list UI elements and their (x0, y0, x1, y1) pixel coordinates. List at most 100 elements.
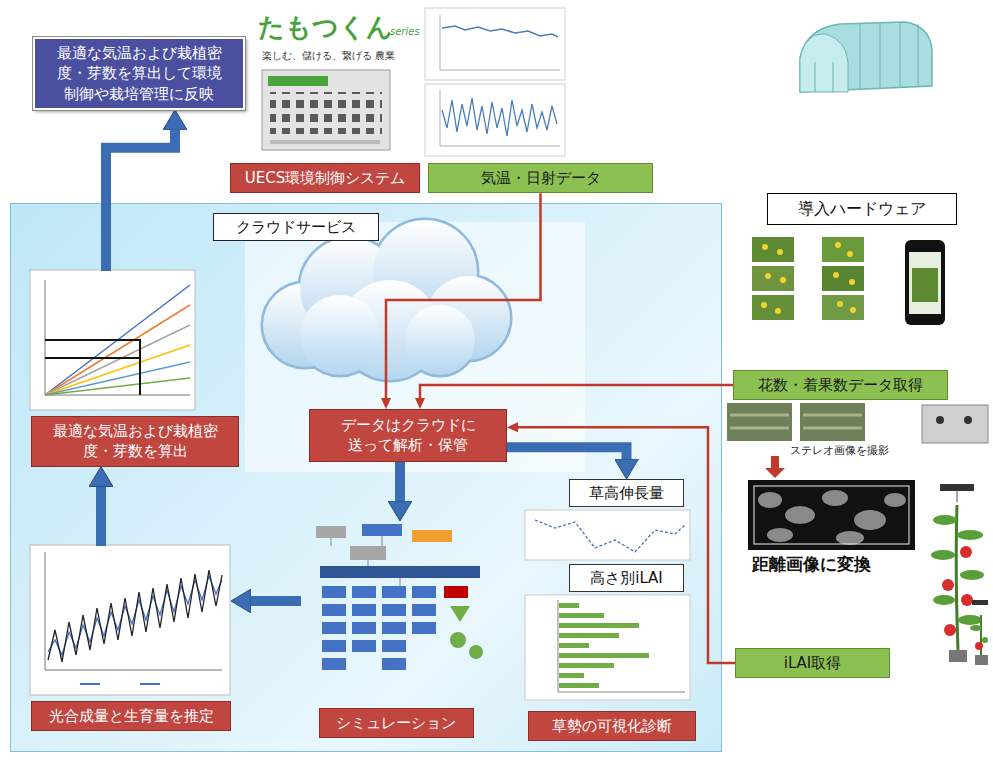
stereo-images (727, 403, 865, 441)
tomato-plant (972, 600, 988, 605)
flower-photos (833, 272, 839, 278)
greenhouse-icon (860, 22, 918, 90)
flower-photos (850, 307, 856, 313)
flow-arrow (106, 130, 175, 271)
flower-photos (822, 266, 864, 291)
simulation-flowchart (382, 622, 406, 634)
temperature-chart (425, 8, 565, 80)
box-text: 気温・日射データ (428, 163, 653, 193)
depth-image (822, 490, 848, 506)
smartphone (909, 252, 941, 314)
diagnosis-box: 草勢の可視化診断 (528, 711, 696, 741)
density-chart (45, 345, 190, 395)
data-line (518, 427, 735, 663)
simulation-flowchart (382, 586, 406, 598)
tomato-plant (957, 491, 958, 502)
smartphone (905, 240, 945, 325)
logo-text: たもつくん (258, 12, 393, 43)
radiation-chart (425, 84, 565, 156)
box-text: UECS環境制御システム (230, 163, 420, 193)
stereo-camera (922, 405, 988, 443)
simulation-flowchart (352, 586, 376, 598)
density-chart (45, 305, 190, 395)
summary-box: 最適な気温および栽植密度・芽数を算出して環境制御や栽培管理に反映 (33, 37, 245, 110)
density-chart (45, 378, 190, 395)
flower-photos (837, 301, 843, 307)
density-chart (30, 270, 195, 410)
radiation-chart (440, 90, 560, 146)
box-text: 花数・着果数データ取得 (733, 370, 948, 400)
simulation-flowchart (382, 604, 406, 616)
flower-photos (780, 277, 786, 283)
box-text: 最適な気温および栽植密度・芽数を算出して環境制御や栽培管理に反映 (33, 37, 245, 110)
stereo-camera (922, 405, 988, 443)
temperature-chart (440, 15, 560, 70)
ilai-bar-chart (559, 633, 619, 638)
image-caption: 距離画像に変換 (752, 554, 871, 574)
ilai-bar-chart (559, 613, 604, 618)
simulation-flowchart (352, 640, 376, 652)
stereo-images (727, 403, 792, 441)
photosynthesis-chart (30, 545, 230, 695)
process-arrow (765, 456, 785, 478)
flower-photos (761, 242, 856, 314)
logo-slogan: 楽しむ、儲ける、繋げる 農業 (262, 50, 395, 62)
tomato-plant (975, 655, 988, 665)
process-box: データはクラウドに送って解析・保管 (309, 409, 507, 462)
density-chart (45, 325, 190, 395)
flow-arrow (395, 462, 405, 502)
greenhouse-icon (815, 62, 833, 92)
depth-image (767, 528, 793, 542)
simulation-flowchart (412, 586, 436, 598)
radiation-chart (425, 84, 565, 156)
radiation-chart (442, 98, 557, 136)
flower-photos (762, 244, 768, 250)
data-source-box: 花数・着果数データ取得 (733, 370, 948, 400)
simulation-flowchart (322, 604, 346, 616)
simulation-flowchart (382, 640, 406, 652)
tomato-plant (942, 579, 954, 591)
simulation-flowchart (316, 526, 346, 538)
tomato-plant (942, 546, 973, 636)
flow-arrow (251, 596, 301, 606)
ilai-bar-chart (559, 603, 579, 608)
simulation-flowchart (412, 604, 436, 616)
data-source-box: 気温・日射データ (428, 163, 653, 193)
density-chart (30, 270, 195, 410)
tomato-plant (949, 650, 967, 662)
data-line (386, 193, 541, 398)
greenhouse-icon (800, 22, 932, 92)
simulation-flowchart (322, 586, 436, 670)
box-text: 草勢の可視化診断 (528, 711, 696, 741)
ilai-bar-chart (559, 623, 639, 628)
flower-photos (752, 237, 794, 262)
tomato-plant (956, 505, 958, 650)
simulation-flowchart (444, 586, 468, 598)
simulation-flowchart (331, 536, 400, 586)
simulation-flowchart (320, 566, 480, 578)
depth-image (854, 510, 886, 530)
output-box: 高さ別iLAI (569, 564, 684, 592)
stereo-camera (964, 416, 972, 424)
smartphone (912, 268, 938, 302)
flower-photos (847, 251, 853, 257)
flower-photos (835, 242, 841, 248)
flower-photos (849, 279, 855, 285)
depth-image (836, 531, 864, 545)
tomato-plant (933, 515, 957, 525)
flower-photos (761, 302, 767, 308)
simulation-flowchart (469, 645, 483, 659)
greenhouse-icon (800, 34, 848, 92)
data-source-box: iLAI取得 (735, 648, 890, 678)
ilai-bar-chart (525, 595, 690, 700)
simulation-flowchart (450, 606, 470, 622)
simulation-flowchart (412, 530, 452, 542)
box-text: 草高伸長量 (569, 479, 684, 507)
ilai-bar-chart (559, 603, 649, 688)
depth-image (785, 506, 815, 524)
tomato-plant (960, 546, 972, 558)
simulation-flowchart (412, 622, 436, 634)
simulation-flowchart (352, 604, 376, 616)
flower-photos (822, 295, 864, 320)
flow-arrow (507, 447, 627, 459)
